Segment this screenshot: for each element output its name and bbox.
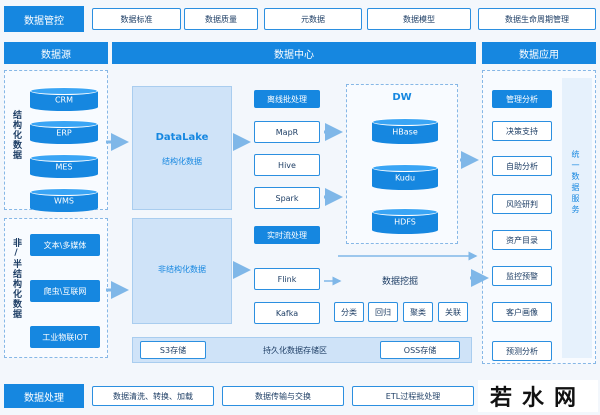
batch-processing-label[interactable]: 离线批处理 — [254, 90, 320, 108]
top-bar-item-metadata[interactable]: 元数据 — [264, 8, 362, 30]
datalake-structured-label: 结构化数据 — [162, 157, 202, 166]
unstructured-data-label: 非/半结构化数据 — [11, 238, 21, 319]
mining-classification[interactable]: 分类 — [334, 302, 364, 322]
mes-database[interactable]: MES — [30, 154, 98, 178]
hdfs-label: HDFS — [394, 217, 416, 227]
mining-association[interactable]: 关联 — [438, 302, 468, 322]
app-self-service-analysis[interactable]: 自助分析 — [492, 156, 552, 176]
app-asset-catalog[interactable]: 资产目录 — [492, 230, 552, 250]
storage-oss[interactable]: OSS存储 — [380, 341, 460, 359]
storage-title: 持久化数据存储区 — [263, 345, 327, 355]
crm-label: CRM — [54, 95, 74, 105]
erp-database[interactable]: ERP — [30, 120, 98, 144]
top-bar-item-standard[interactable]: 数据标准 — [92, 8, 181, 30]
top-bar-item-quality[interactable]: 数据质量 — [184, 8, 258, 30]
mining-regression[interactable]: 回归 — [368, 302, 398, 322]
app-predictive-analysis[interactable]: 预测分析 — [492, 341, 552, 361]
app-monitoring-alert[interactable]: 监控预警 — [492, 266, 552, 286]
kudu-database[interactable]: Kudu — [372, 164, 438, 190]
mining-clustering[interactable]: 聚类 — [403, 302, 433, 322]
batch-item-spark[interactable]: Spark — [254, 187, 320, 209]
bottom-bar-title: 数据处理 — [4, 384, 84, 408]
stream-item-kafka[interactable]: Kafka — [254, 302, 320, 324]
datalake-unstructured-label: 非结构化数据 — [158, 265, 206, 274]
section-header-datacenter: 数据中心 — [112, 42, 476, 64]
dw-title: DW — [392, 92, 412, 103]
erp-label: ERP — [56, 128, 72, 138]
hbase-database[interactable]: HBase — [372, 118, 438, 144]
datalake-unstructured-panel — [132, 218, 232, 324]
structured-data-label: 结构化数据 — [11, 110, 21, 160]
stream-processing-label[interactable]: 实时流处理 — [254, 226, 320, 244]
top-bar-item-lifecycle[interactable]: 数据生命周期管理 — [478, 8, 596, 30]
section-header-apps: 数据应用 — [482, 42, 596, 64]
unified-data-service-label: 统一数据服务 — [571, 150, 580, 216]
bottom-bar-etl-load[interactable]: 数据清洗、转换、加载 — [92, 386, 214, 406]
stream-item-flink[interactable]: Flink — [254, 268, 320, 290]
bottom-bar-etl-batch[interactable]: ETL过程批处理 — [352, 386, 474, 406]
top-bar-title: 数据管控 — [4, 6, 84, 32]
batch-item-mapr[interactable]: MapR — [254, 121, 320, 143]
wms-label: WMS — [54, 196, 74, 206]
hbase-label: HBase — [392, 127, 418, 137]
kudu-label: Kudu — [394, 173, 416, 183]
app-decision-support[interactable]: 决策支持 — [492, 121, 552, 141]
data-mining-title: 数据挖掘 — [381, 276, 418, 287]
apps-title[interactable]: 管理分析 — [492, 90, 552, 108]
wms-database[interactable]: WMS — [30, 188, 98, 212]
bottom-bar-transfer[interactable]: 数据传输与交换 — [222, 386, 344, 406]
source-industrial-iot[interactable]: 工业物联IOT — [30, 326, 100, 348]
mes-label: MES — [55, 162, 73, 172]
storage-s3[interactable]: S3存储 — [140, 341, 206, 359]
source-text-media[interactable]: 文本\多媒体 — [30, 234, 100, 256]
datalake-structured-panel — [132, 86, 232, 210]
crm-database[interactable]: CRM — [30, 87, 98, 111]
watermark-logo: 若水网 — [478, 380, 598, 412]
app-customer-profile[interactable]: 客户画像 — [492, 302, 552, 322]
batch-item-hive[interactable]: Hive — [254, 154, 320, 176]
section-header-sources: 数据源 — [4, 42, 108, 64]
top-bar-item-model[interactable]: 数据模型 — [367, 8, 471, 30]
app-risk-assessment[interactable]: 风险研判 — [492, 194, 552, 214]
source-crawler-internet[interactable]: 爬虫\互联网 — [30, 280, 100, 302]
datalake-title: DataLake — [155, 132, 209, 143]
hdfs-database[interactable]: HDFS — [372, 208, 438, 234]
unified-service-strip — [562, 78, 592, 358]
